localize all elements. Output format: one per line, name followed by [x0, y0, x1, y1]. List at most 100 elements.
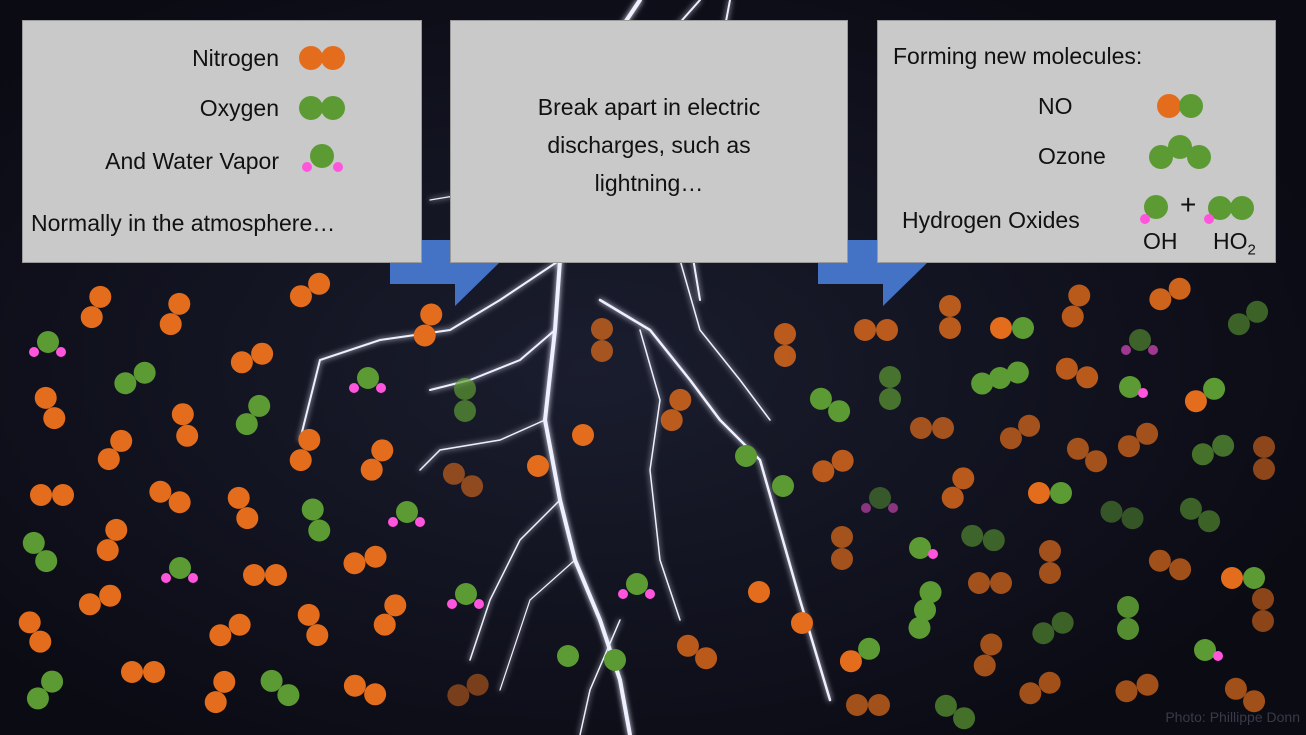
nitrogen-molecule	[96, 518, 128, 562]
nitrogen-molecule	[30, 484, 74, 506]
panel-new-molecules: Forming new molecules: NO Ozone Hydrogen…	[877, 20, 1276, 263]
nitrogen-molecule	[591, 318, 613, 362]
oh-molecule-icon	[1140, 195, 1168, 224]
nitrogen-molecule	[1115, 673, 1159, 703]
nitrogen-molecule	[973, 633, 1003, 677]
nitrogen-molecule	[121, 661, 165, 683]
nitrogen-molecule	[831, 526, 853, 570]
nitrogen-molecule	[1019, 671, 1061, 705]
nitrogen-molecule	[1061, 284, 1091, 328]
n-molecule	[572, 424, 594, 446]
nitrogen-molecule-icon	[299, 46, 345, 70]
oxygen-molecule	[1179, 497, 1221, 533]
ozone-molecule-icon	[1149, 135, 1211, 169]
oh-molecule	[909, 537, 938, 559]
ho2-label: HO2	[1213, 228, 1256, 259]
nitrogen-molecule	[1224, 677, 1266, 713]
ho2-subscript: 2	[1247, 241, 1256, 259]
nitrogen-molecule	[289, 272, 331, 308]
oxygen-molecule	[1117, 596, 1139, 640]
oh-label: OH	[1143, 228, 1178, 254]
oxygen-molecule	[1032, 611, 1074, 645]
water-molecule-icon	[302, 144, 343, 172]
nitrogen-molecule	[97, 429, 133, 471]
lightning-branch	[419, 419, 546, 471]
o-molecule	[604, 649, 626, 671]
nitrogen-molecule	[413, 303, 443, 347]
oxygen-molecule	[454, 378, 476, 422]
new-molecule-icons	[1140, 94, 1254, 224]
break-apart-line-1: Break apart in electric	[537, 94, 761, 120]
nitrogen-molecule	[209, 613, 251, 647]
water-molecule	[29, 331, 66, 357]
o-molecule	[735, 445, 757, 467]
nitrogen-molecule	[80, 285, 112, 329]
nitrogen-molecule	[447, 673, 489, 707]
nitrogen-molecule	[774, 323, 796, 367]
nitrogen-molecule	[243, 564, 287, 586]
nitrogen-molecule	[846, 694, 890, 716]
panel-normal-atmosphere: Nitrogen Oxygen And Water Vapor Normally…	[22, 20, 422, 263]
nitrogen-molecule	[812, 449, 854, 483]
lightning-branch	[679, 259, 771, 421]
water-molecule	[861, 487, 898, 513]
nitrogen-molecule	[1253, 436, 1275, 480]
oh-molecule	[1119, 376, 1148, 398]
oxygen-molecule	[1100, 500, 1144, 530]
molecules-layer	[18, 272, 1275, 730]
lightning-branch	[429, 329, 556, 391]
nitrogen-molecule	[373, 594, 407, 636]
nitrogen-molecule	[660, 388, 692, 432]
nitrogen-molecule	[230, 342, 274, 374]
nitrogen-label: Nitrogen	[192, 45, 279, 71]
ozone-label: Ozone	[1038, 143, 1106, 169]
nitrogen-molecule	[18, 611, 52, 653]
oxygen-molecule	[879, 366, 901, 410]
no-molecule-icon	[1157, 94, 1203, 118]
water-molecule	[1121, 329, 1158, 355]
oxygen-molecule	[114, 361, 156, 395]
oxygen-molecule	[809, 387, 851, 423]
lightning-branch	[499, 559, 576, 691]
oxygen-molecule	[1227, 300, 1269, 336]
nitrogen-molecule	[171, 403, 199, 447]
oxygen-molecule	[22, 531, 58, 573]
nitrogen-molecule	[343, 674, 387, 706]
hydrogen-oxides-label: Hydrogen Oxides	[902, 207, 1080, 233]
nitrogen-molecule	[1039, 540, 1061, 584]
new-molecules-heading: Forming new molecules:	[893, 43, 1143, 69]
nitrogen-molecule	[149, 480, 191, 514]
panel-break-apart: Break apart in electric discharges, such…	[450, 20, 848, 263]
no-molecule	[990, 317, 1034, 339]
nitrogen-molecule	[227, 486, 259, 530]
oxygen-molecule	[961, 524, 1005, 552]
nitrogen-molecule	[1055, 357, 1099, 389]
oxygen-molecule	[260, 669, 300, 707]
o-molecule	[772, 475, 794, 497]
nitrogen-molecule	[159, 292, 191, 336]
nitrogen-molecule	[999, 414, 1041, 450]
nitrogen-molecule	[676, 634, 718, 670]
atmosphere-caption: Normally in the atmosphere…	[31, 210, 336, 236]
nitrogen-molecule	[297, 603, 329, 647]
nitrogen-molecule	[910, 417, 954, 439]
nitrogen-molecule	[1252, 588, 1274, 632]
oxygen-molecule	[235, 394, 271, 436]
nitrogen-molecule	[204, 670, 236, 714]
lightning-branch	[598, 298, 832, 702]
nitrogen-molecule	[1066, 437, 1108, 473]
nitrogen-molecule	[1148, 549, 1192, 581]
break-apart-line-3: lightning…	[594, 170, 704, 196]
lightning-branch	[469, 499, 561, 661]
oh-molecule	[1194, 639, 1223, 661]
nitrogen-molecule	[289, 428, 321, 472]
water-molecule	[349, 367, 386, 393]
oxygen-label: Oxygen	[199, 95, 279, 121]
o-molecule	[557, 645, 579, 667]
break-apart-line-2: discharges, such as	[547, 132, 751, 158]
lightning-branch	[639, 329, 681, 621]
no-molecule	[839, 637, 881, 673]
no-molecule	[1221, 567, 1265, 589]
nitrogen-molecule	[1117, 422, 1159, 458]
photo-credit: Photo: Phillippe Donn	[1165, 709, 1300, 725]
